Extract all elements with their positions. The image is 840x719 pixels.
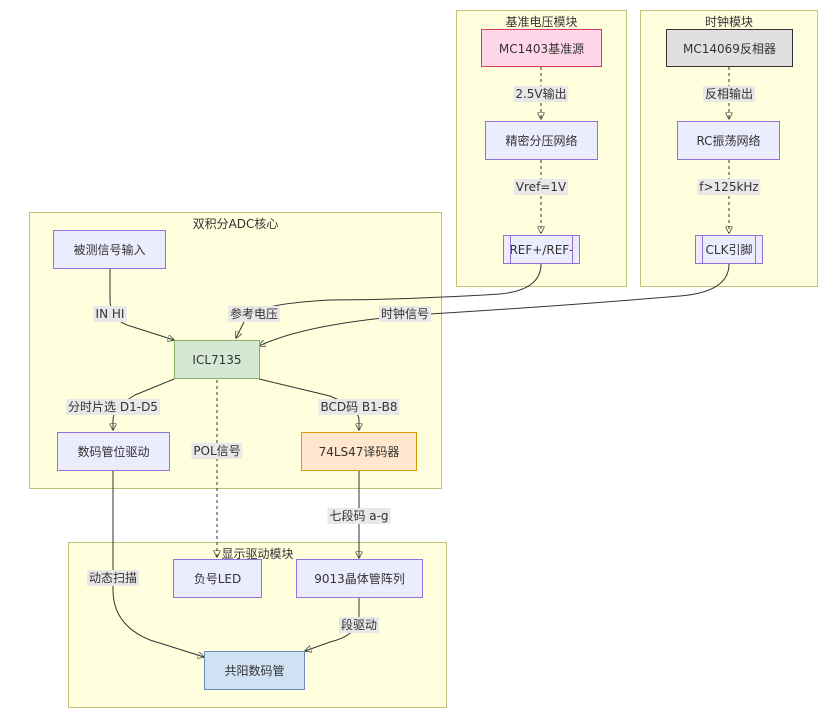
cluster-adc-core-title: 双积分ADC核心: [192, 217, 279, 231]
node-icl7135[interactable]: ICL7135: [174, 340, 260, 379]
node-signal-input[interactable]: 被测信号输入: [53, 230, 166, 269]
cluster-clock-title: 时钟模块: [704, 15, 753, 29]
node-precision-divider[interactable]: 精密分压网络: [485, 121, 598, 160]
edge-digit-display: [112, 471, 204, 657]
node-mc1403-reference[interactable]: MC1403基准源: [481, 29, 602, 67]
edge-label-divider-ref: Vref=1V: [513, 179, 569, 195]
node-digit-driver[interactable]: 数码管位驱动: [57, 432, 170, 471]
node-rc-oscillator[interactable]: RC振荡网络: [677, 121, 780, 160]
cluster-display-title: 显示驱动模块: [221, 547, 294, 561]
node-clk-pin[interactable]: CLK引脚: [695, 235, 763, 264]
edge-label-mc1403-divider: 2.5V输出: [513, 86, 569, 102]
edge-label-icl-neg: POL信号: [191, 443, 243, 459]
node-ref-pins[interactable]: REF+/REF-: [503, 235, 580, 264]
node-74ls47-decoder[interactable]: 74LS47译码器: [301, 432, 417, 471]
edge-label-clk-icl: 时钟信号: [378, 306, 432, 322]
edge-label-mc14069-rc: 反相输出: [702, 86, 756, 102]
node-mc14069-inverter[interactable]: MC14069反相器: [666, 29, 793, 67]
edge-label-ref-icl: 参考电压: [227, 306, 281, 322]
edge-signal-icl: [109, 269, 174, 340]
edge-label-rc-clk: f>125kHz: [697, 179, 761, 195]
edge-label-icl-digit: 分时片选 D1-D5: [66, 399, 160, 415]
node-negative-led[interactable]: 负号LED: [173, 559, 262, 598]
edge-label-signal-icl: IN HI: [93, 306, 127, 322]
cluster-reference-title: 基准电压模块: [505, 15, 578, 29]
edge-label-digit-display: 动态扫描: [86, 570, 140, 586]
node-9013-transistor-array[interactable]: 9013晶体管阵列: [296, 559, 423, 598]
edge-label-transistor-display: 段驱动: [338, 617, 380, 633]
node-common-anode-display[interactable]: 共阳数码管: [204, 651, 305, 690]
edge-label-icl-decoder: BCD码 B1-B8: [318, 399, 400, 415]
edge-ref-icl: [236, 263, 542, 338]
edge-clk-icl: [259, 263, 730, 346]
edge-label-decoder-transistor: 七段码 a-g: [327, 508, 391, 524]
